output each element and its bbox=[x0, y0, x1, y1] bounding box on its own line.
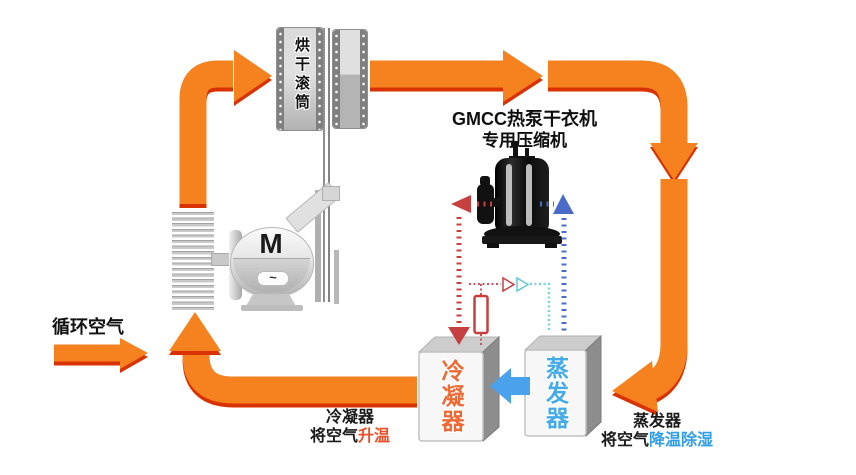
motor-ac-symbol: ~ bbox=[257, 271, 289, 286]
loop-segment-top-right bbox=[548, 60, 688, 144]
drum-belt-line bbox=[323, 28, 325, 302]
accumulator-link bbox=[492, 198, 500, 207]
compressor-foot bbox=[487, 243, 499, 248]
drum-panel-left: 烘干滚筒 bbox=[276, 27, 324, 131]
condenser-box-label: 冷凝器 bbox=[438, 359, 464, 434]
drum-perforated-strip bbox=[277, 28, 284, 130]
motor-base bbox=[241, 305, 303, 311]
motor-stand bbox=[246, 294, 296, 306]
compressor-pipe-fitting bbox=[511, 141, 519, 147]
drum-label: 烘干滚筒 bbox=[293, 37, 310, 113]
air-arrow-evaporator-to-condenser bbox=[490, 368, 530, 404]
compressor-title: GMCC热泵干衣机 专用压缩机 bbox=[437, 108, 612, 152]
compressor-title-line1: GMCC热泵干衣机 bbox=[452, 109, 597, 129]
condenser-note-title: 冷凝器 bbox=[325, 409, 374, 426]
evaporator-note-line2: 将空气降温除湿 bbox=[586, 431, 728, 450]
arrowhead-into-drum bbox=[234, 50, 272, 102]
drum-panel-right bbox=[332, 29, 368, 129]
drum-perforated-strip bbox=[333, 30, 340, 128]
liquid-line-cyan bbox=[530, 282, 551, 332]
arrowhead-up-to-fan bbox=[169, 312, 221, 351]
motor-label: M bbox=[259, 228, 283, 259]
condenser-note: 冷凝器 将空气升温 bbox=[290, 408, 410, 446]
arrowhead-down-right bbox=[650, 143, 698, 180]
evaporator-box: 蒸发器 bbox=[523, 331, 603, 439]
drum-perforated-strip bbox=[360, 30, 367, 128]
drum-belt-line bbox=[328, 28, 330, 302]
compressor-pipe bbox=[525, 148, 529, 159]
evaporator-note-black: 将空气 bbox=[600, 432, 649, 449]
belt-pulley-bar bbox=[334, 250, 339, 304]
flow-arrow-cyan-outline bbox=[516, 276, 530, 293]
circulating-air-arrowhead bbox=[120, 338, 148, 369]
compressor-title-line2: 专用压缩机 bbox=[482, 131, 567, 150]
flow-arrow-red-outline bbox=[502, 276, 516, 293]
motor-duct-box bbox=[322, 186, 340, 201]
blower-fan-coil bbox=[172, 212, 214, 310]
evaporator-box-label: 蒸发器 bbox=[542, 355, 569, 431]
discharge-arrow-into-condenser bbox=[448, 327, 470, 345]
arrowhead-top-right bbox=[503, 50, 543, 102]
drum-perforated-strip bbox=[316, 28, 323, 130]
condenser-note-black: 将空气 bbox=[309, 428, 358, 445]
compressor-pipe bbox=[513, 145, 518, 159]
evaporator-note: 蒸发器 将空气降温除湿 bbox=[586, 412, 728, 450]
condenser-note-line2: 将空气升温 bbox=[290, 427, 410, 446]
accumulator-cap bbox=[480, 176, 490, 186]
compressor-shell bbox=[495, 158, 549, 232]
compressor-highlight bbox=[506, 164, 512, 226]
compressor-skirt bbox=[482, 236, 562, 244]
evaporator-box-shape bbox=[523, 334, 603, 438]
compressor-highlight bbox=[526, 164, 532, 226]
arrowhead-into-evaporator bbox=[612, 361, 658, 412]
evaporator-note-title: 蒸发器 bbox=[632, 413, 681, 430]
belt-pulley-bar bbox=[315, 190, 321, 302]
circulating-air-label: 循环空气 bbox=[52, 317, 124, 337]
capillary-tube bbox=[473, 294, 489, 335]
suction-arrow-up bbox=[553, 194, 574, 214]
compressor-foot bbox=[545, 243, 557, 248]
loop-segment-bottom-left bbox=[182, 354, 417, 404]
condenser-note-red: 升温 bbox=[358, 428, 391, 445]
evaporator-note-blue: 降温除湿 bbox=[649, 432, 714, 449]
loop-segment-fan-to-drum bbox=[179, 60, 233, 204]
discharge-arrow-left bbox=[451, 195, 471, 213]
